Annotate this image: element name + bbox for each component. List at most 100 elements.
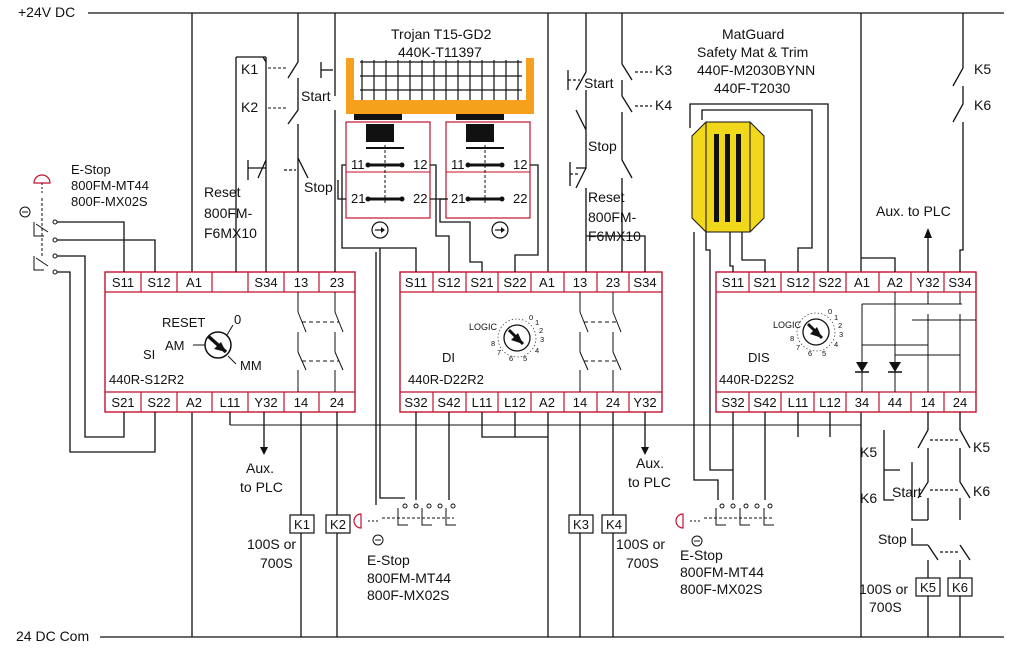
si-terminal: S21: [111, 395, 134, 410]
si-reset-label: RESET: [162, 315, 205, 330]
dis-terminal: S21: [753, 275, 776, 290]
relay-k3-coil-label: K3: [573, 517, 589, 532]
dis-terminal: 34: [855, 395, 869, 410]
mat-wiring-top: [689, 103, 829, 272]
reset-left-title: Reset: [204, 184, 241, 200]
di-terminal: 23: [606, 275, 620, 290]
mat-pad: [691, 121, 765, 233]
di-bottom-terminals: S32 S42 L11 L12 A2 14 24 Y32: [404, 395, 656, 410]
dis-terminal: A1: [854, 275, 870, 290]
di-logic-digit: 0: [529, 313, 533, 322]
si-terminal: S11: [112, 275, 134, 290]
dis-terminal: L12: [819, 395, 841, 410]
dis-output-wiring: [883, 412, 971, 637]
dis-terminal: S11: [722, 275, 744, 290]
gate-right-contact-21: 21: [451, 191, 465, 206]
gate-left-contact-12: 12: [413, 157, 427, 172]
estop-right-part2: 800F-MX02S: [680, 581, 762, 597]
di-terminal: 14: [573, 395, 587, 410]
si-input-wiring: [235, 54, 336, 272]
si-terminal: S22: [147, 395, 170, 410]
relay-k2-contact-label: K2: [241, 99, 258, 115]
dis-part: 440R-D22S2: [719, 372, 794, 387]
si-module: [104, 271, 356, 413]
dis-terminal: S32: [721, 395, 744, 410]
di-logic-digit: 7: [497, 348, 501, 357]
relay-k6-coil: [947, 577, 973, 597]
gate-title: Trojan T15-GD2: [391, 26, 492, 42]
reset-mid-title: Reset: [588, 189, 625, 205]
dis-terminal: 14: [921, 395, 935, 410]
dis-logic-digits: 0 1 2 3 4 5 6 7 8: [790, 307, 843, 358]
dis-terminal: S22: [818, 275, 841, 290]
di-logic-digits: 0 1 2 3 4 5 6 7 8: [491, 313, 544, 363]
dis-logic-digit: 8: [790, 334, 794, 343]
dis-name: DIS: [748, 350, 770, 365]
di-terminal: S34: [633, 275, 656, 290]
dis-terminal: L11: [788, 395, 809, 410]
mat-to-dis-wires: [705, 232, 766, 471]
dis-estop-wires: [693, 232, 831, 500]
dis-supply-wiring: [861, 60, 964, 272]
si-terminal: 23: [330, 275, 344, 290]
relay-k5-contact-label-right: K5: [973, 439, 990, 455]
si-mm-label: MM: [240, 358, 262, 373]
di-output-wiring: [579, 412, 649, 637]
estop-right-symbol: [675, 503, 774, 547]
rail-bottom-label: 24 DC Com: [16, 628, 89, 644]
dis-terminal: S12: [786, 275, 809, 290]
relay-k1-contact-label: K1: [241, 61, 258, 77]
gate-left-contact-21: 21: [351, 191, 365, 206]
di-logic-digit: 8: [491, 339, 495, 348]
relay-k6-contact-label-top: K6: [974, 97, 991, 113]
reset-left-part2: F6MX10: [204, 225, 257, 241]
si-estop-wires: [57, 221, 156, 453]
gate-part: 440K-T11397: [398, 44, 482, 60]
dis-terminal: A2: [887, 275, 903, 290]
gate-to-di-wires: [337, 164, 539, 272]
gate-right-contact-12: 12: [513, 157, 527, 172]
relay-k6-contact-label-right: K6: [973, 483, 990, 499]
di-logic-digit: 2: [539, 326, 543, 335]
reset-left-part1: 800FM-: [204, 205, 253, 221]
reset-mid-part1: 800FM-: [588, 209, 637, 225]
si-zero-label: 0: [234, 312, 241, 327]
di-logic-digit: 5: [523, 354, 527, 363]
si-terminal: 24: [330, 395, 344, 410]
dis-logic-digit: 5: [822, 349, 826, 358]
mat-part2: 440F-T2030: [714, 80, 790, 96]
mat-title: MatGuard: [722, 26, 784, 42]
di-terminal: 24: [606, 395, 620, 410]
rails: [88, 12, 1004, 638]
gate-arrow-icons: [371, 221, 509, 239]
dis-aux-label: Aux. to PLC: [876, 203, 951, 219]
si-start-label: Start: [301, 88, 331, 104]
gate-right-contact-11: 11: [451, 157, 465, 172]
si-terminal: A1: [186, 275, 202, 290]
relay-type-left-line1: 100S or: [247, 536, 296, 552]
gate-switch-right: [445, 121, 531, 219]
di-start-label: Start: [584, 75, 614, 91]
di-aux-line1: Aux.: [636, 455, 664, 471]
dis-logic-digit: 1: [834, 313, 838, 322]
dis-logic-digit: 7: [796, 343, 800, 352]
si-part: 440R-S12R2: [109, 372, 184, 387]
di-logic-label: LOGIC: [469, 322, 498, 332]
si-relay-contacts: [268, 67, 288, 109]
relay-type-right-line1: 100S or: [859, 581, 908, 597]
di-terminal: A1: [539, 275, 555, 290]
si-terminal: 13: [294, 275, 308, 290]
relay-type-mid-line2: 700S: [626, 555, 659, 571]
gate-right-contact-22: 22: [513, 191, 527, 206]
relay-type-mid-line1: 100S or: [616, 536, 665, 552]
di-aux-line2: to PLC: [628, 474, 671, 490]
relay-type-left-line2: 700S: [260, 555, 293, 571]
dis-terminal: S34: [948, 275, 971, 290]
dis-stop-label: Stop: [878, 531, 907, 547]
relay-k2-coil: [325, 514, 351, 534]
si-terminal: L11: [220, 395, 241, 410]
si-stop-label: Stop: [304, 179, 333, 195]
estop-left-part1: 800FM-MT44: [71, 178, 149, 193]
di-terminal: S42: [437, 395, 460, 410]
